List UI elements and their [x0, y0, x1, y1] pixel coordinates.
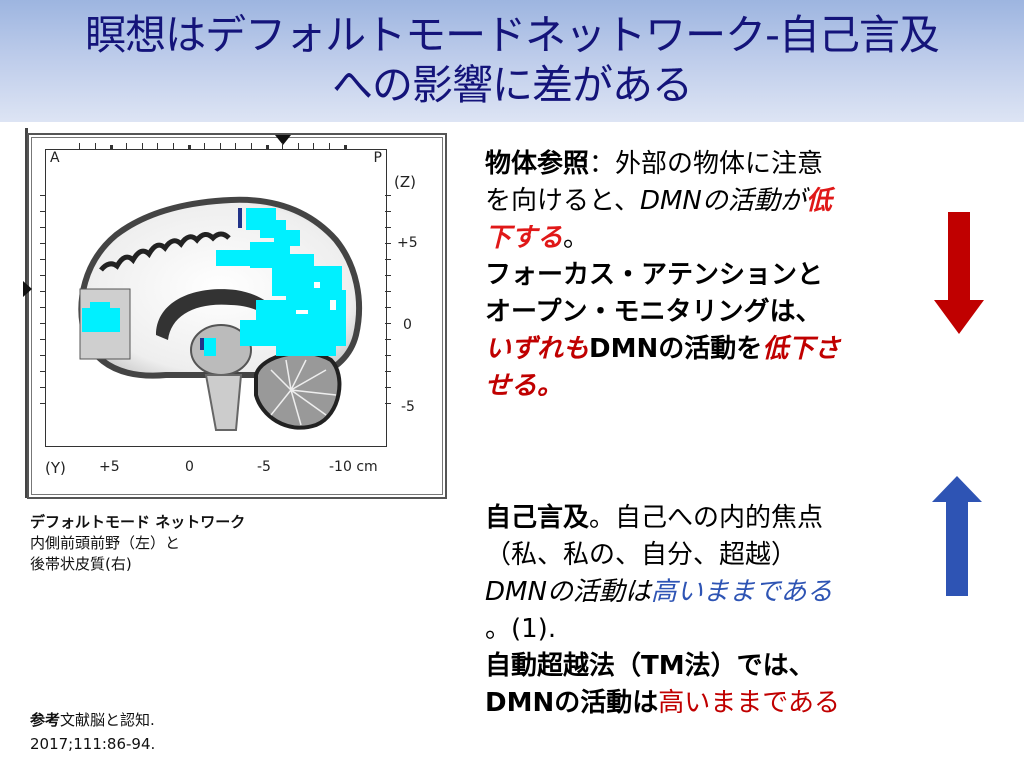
highlight-remains-high: 高いままである — [650, 577, 833, 607]
object-reference-heading: 物体参照 — [485, 149, 590, 179]
posterior-label: P — [373, 150, 382, 166]
viewer-border — [25, 128, 28, 498]
open-monitoring-text: オープン・モニタリングは、 — [485, 297, 822, 327]
text-fragment: DMNの活動は — [485, 577, 651, 607]
highlight-decrease: 下する — [485, 223, 564, 253]
y-tick-0: 0 — [185, 459, 194, 475]
y-tick-minus10: -10 cm — [329, 459, 378, 475]
sagittal-slice-view: A P — [45, 149, 387, 447]
text-fragment: DMNの活動が — [639, 186, 806, 216]
brain-fmri-figure: A P (Z) +5 0 -5 (Y) +5 0 -5 -10 cm — [23, 133, 447, 499]
self-reference-heading: 自己言及 — [485, 503, 590, 533]
y-axis-label: (Y) — [45, 459, 66, 477]
text-fragment: DMNの活動は — [485, 688, 659, 718]
reference-text: 文献脳と認知. — [60, 711, 155, 729]
z-tick-minus5: -5 — [401, 399, 415, 415]
arrow-up-icon — [932, 476, 982, 596]
highlight-remains-high: 高いままである — [658, 688, 840, 718]
slide-title-line-2: への影響に差がある — [332, 61, 693, 109]
text-fragment: を向けると、 — [485, 186, 640, 216]
arrow-down-icon — [934, 212, 984, 334]
brain-sagittal-icon — [78, 196, 363, 431]
self-reference-desc: 。自己への内的焦点 — [589, 503, 824, 533]
y-tick-plus5: +5 — [99, 459, 120, 475]
y-tick-minus5: -5 — [257, 459, 271, 475]
slice-marker-top-icon — [275, 135, 291, 145]
anterior-label: A — [50, 150, 60, 166]
citation-marker: 。(1). — [485, 614, 557, 644]
caption-line-3: 後帯状皮質(右) — [30, 555, 132, 573]
z-tick-plus5: +5 — [397, 235, 418, 251]
reference-note: 参考文献脳と認知. 2017;111:86-94. — [30, 708, 155, 756]
text-fragment: DMNの活動を — [589, 334, 763, 364]
figure-caption: デフォルトモード ネットワーク 内側前頭前野（左）と 後帯状皮質(右) — [30, 512, 245, 575]
text-fragment: 。 — [563, 223, 590, 253]
object-reference-block: 物体参照：外部の物体に注意 を向けると、DMNの活動が低 下する。 フォーカス・… — [485, 146, 935, 405]
object-reference-desc: ：外部の物体に注意 — [589, 149, 824, 179]
caption-line-1: デフォルトモード ネットワーク — [30, 513, 246, 531]
z-tick-0: 0 — [403, 317, 412, 333]
focused-attention-text: フォーカス・アテンションと — [485, 260, 824, 290]
slide-title-banner: 瞑想はデフォルトモードネットワーク-自己言及 への影響に差がある — [0, 0, 1024, 122]
caption-line-2: 内側前頭前野（左）と — [30, 534, 181, 552]
highlight-decrease: 低 — [805, 186, 832, 216]
z-axis-label: (Z) — [394, 173, 416, 191]
self-reference-block: 自己言及。自己への内的焦点 （私、私の、自分、超越） DMNの活動は高いままであ… — [485, 500, 935, 722]
slice-marker-left-icon — [23, 281, 32, 297]
reference-citation: 2017;111:86-94. — [30, 735, 156, 753]
highlight-decrease: せる。 — [485, 371, 564, 401]
highlight-both: いずれも — [485, 334, 590, 364]
self-reference-examples: （私、私の、自分、超越） — [485, 540, 798, 570]
slide-title-line-1: 瞑想はデフォルトモードネットワーク-自己言及 — [85, 11, 940, 59]
highlight-decrease: 低下さ — [762, 334, 841, 364]
tm-method-text: 自動超越法（TM法）では、 — [485, 651, 815, 681]
reference-label: 参考 — [30, 711, 61, 729]
